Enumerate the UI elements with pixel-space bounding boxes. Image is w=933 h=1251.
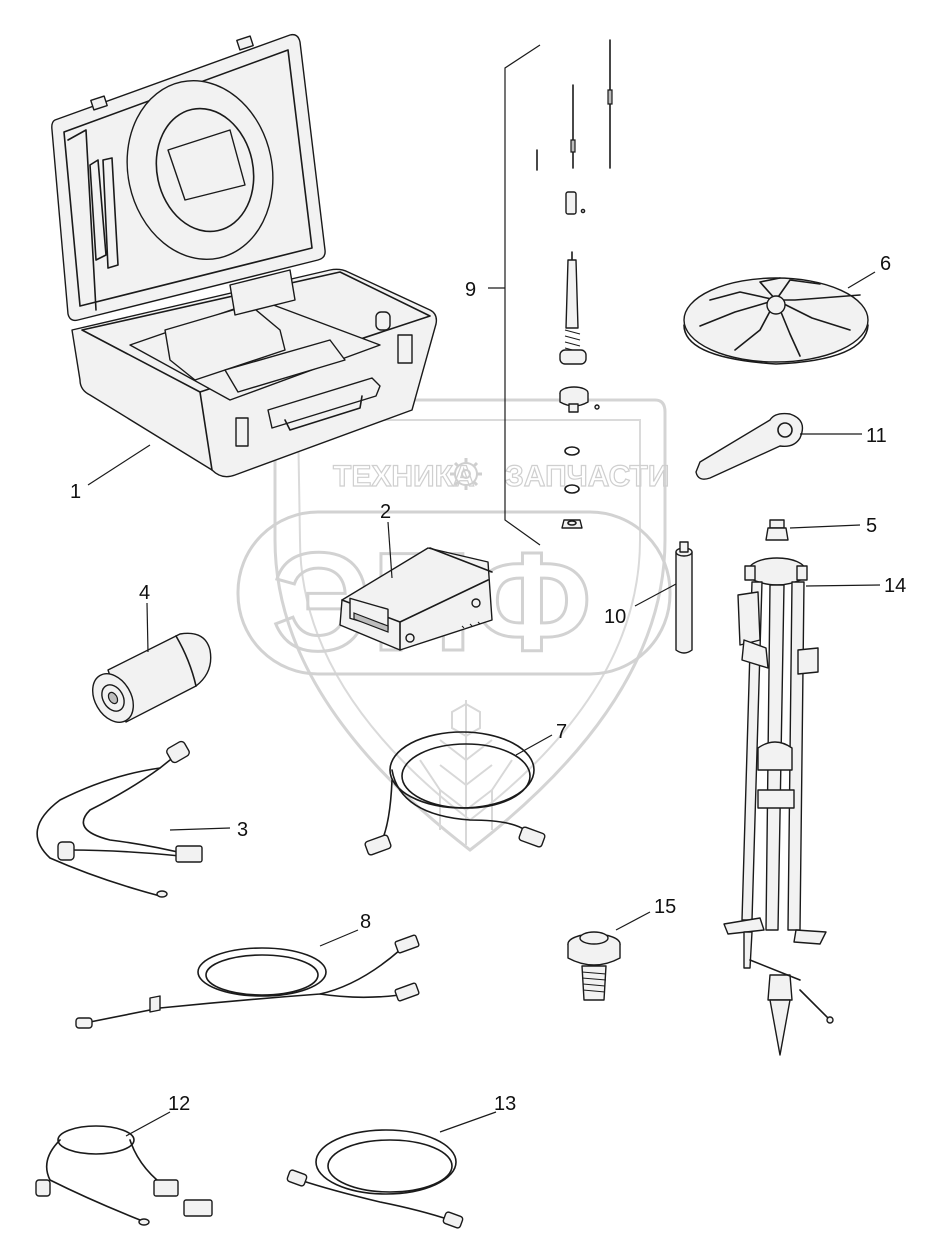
callout-6: 6 [880,253,891,275]
callout-7: 7 [556,721,567,743]
part-11-wrench [695,412,804,480]
callout-10: 10 [604,606,626,628]
gear-icon [450,458,482,490]
part-1-carrying-case [51,33,438,478]
part-10-rod [675,541,693,654]
callout-3: 3 [237,819,248,841]
callout-11: 11 [866,425,887,447]
callout-8: 8 [360,911,371,933]
watermark-shield [273,398,667,852]
callout-12: 12 [168,1093,190,1115]
callout-4: 4 [139,582,150,604]
callout-labels: 1 2 3 4 5 6 7 8 9 10 11 12 13 14 15 [70,253,906,1115]
wheat-emblem [419,700,513,845]
part-3-cable [36,740,203,898]
part-9-antenna-assembly [488,39,613,546]
part-4-battery [92,632,212,723]
callout-15: 15 [654,896,676,918]
watermark-text-right: ЗАПЧАСТИ [505,460,669,493]
callout-5: 5 [866,515,877,537]
part-14-tripod [723,519,834,1056]
part-12-cable [35,1125,213,1226]
watermark-text-left: ТЕХНИКА [333,460,475,493]
callout-9: 9 [465,279,476,301]
callout-14: 14 [884,575,906,597]
part-7-coax-cable [364,731,546,856]
part-8-y-cable [75,934,420,1029]
callout-1: 1 [70,481,81,503]
part-15-mount [567,931,621,1001]
part-6-ground-plane [683,277,869,365]
callout-2: 2 [380,501,391,523]
part-2-receiver [339,547,493,651]
part-13-cable [286,1129,464,1229]
callout-13: 13 [494,1093,516,1115]
